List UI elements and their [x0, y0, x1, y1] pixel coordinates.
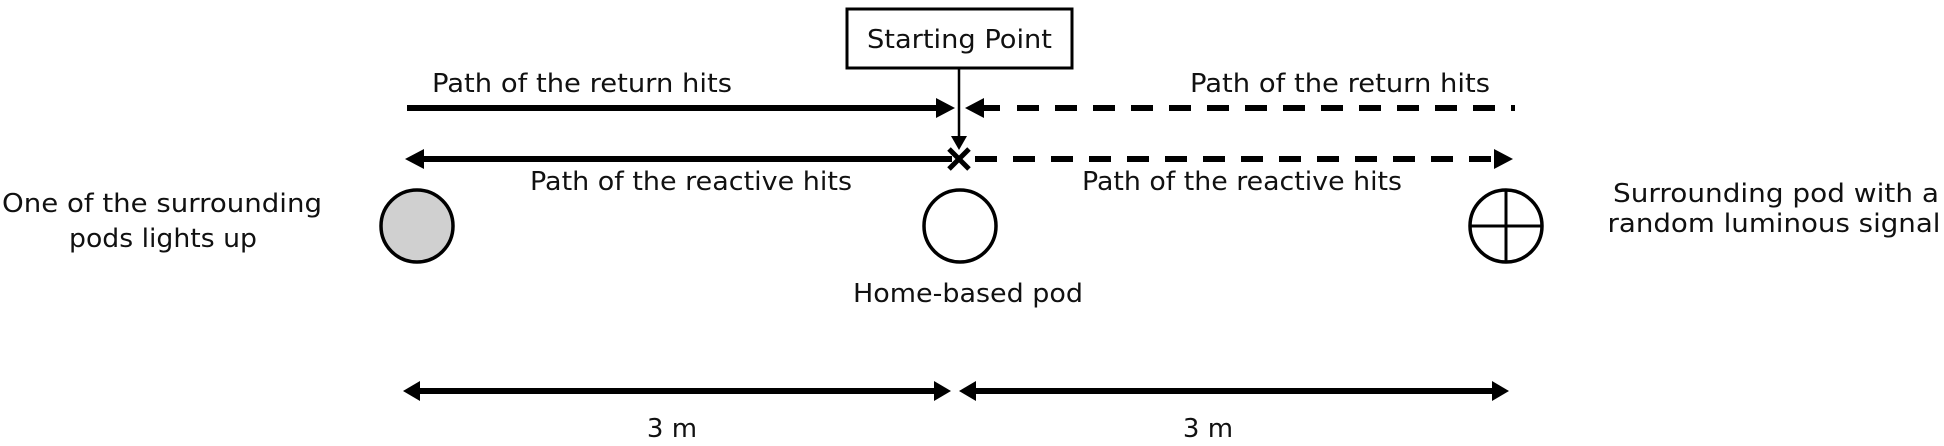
- distance-left-arrowhead-end: [934, 381, 951, 401]
- start-x-stroke-b: [947, 147, 971, 171]
- distance-left: 3 m: [403, 381, 951, 444]
- lit-pod-caption-line-2: pods lights up: [69, 224, 257, 254]
- starting-point-frame: [845, 7, 1074, 70]
- reactive-path-left-label: Path of the reactive hits: [530, 167, 852, 197]
- return-path-right-label: Path of the return hits: [1190, 69, 1490, 99]
- home-pod-icon: [922, 188, 998, 264]
- starting-point-box: Starting Point: [845, 7, 1074, 70]
- return-path-right: Path of the return hits: [965, 69, 1515, 118]
- reactive-path-left: Path of the reactive hits: [405, 149, 952, 197]
- return-path-left-label: Path of the return hits: [432, 69, 732, 99]
- random-signal-pod: [1468, 188, 1544, 264]
- reactive-path-left-arrowhead: [405, 149, 424, 169]
- home-pod: Home-based pod: [853, 188, 1083, 309]
- lit-pod-caption-line-1: One of the surrounding: [2, 189, 322, 219]
- distance-right: 3 m: [959, 381, 1509, 444]
- starting-point-label: Starting Point: [867, 25, 1052, 55]
- distance-right-label: 3 m: [1183, 414, 1233, 441]
- lit-pod-caption: One of the surrounding pods lights up: [2, 189, 322, 254]
- distance-left-arrowhead-start: [403, 381, 420, 401]
- reactive-path-right-arrowhead: [1494, 149, 1513, 169]
- home-pod-caption: Home-based pod: [853, 279, 1083, 309]
- reactive-path-right-label: Path of the reactive hits: [1082, 167, 1402, 197]
- lit-pod: [379, 188, 455, 264]
- start-pointer-arrow: [951, 68, 967, 150]
- distance-right-arrowhead-end: [1492, 381, 1509, 401]
- start-x-mark: [947, 147, 971, 171]
- return-path-left-arrowhead: [936, 98, 955, 118]
- start-pointer-arrowhead: [951, 136, 967, 150]
- random-signal-pod-caption-line-1: Surrounding pod with a: [1613, 179, 1939, 209]
- distance-right-arrowhead-start: [959, 381, 976, 401]
- crosshair-pod-icon: [1468, 188, 1544, 264]
- random-signal-pod-caption-line-2: random luminous signal: [1608, 209, 1941, 239]
- lit-pod-icon: [379, 188, 455, 264]
- return-path-right-arrowhead: [965, 98, 984, 118]
- reactive-path-right: Path of the reactive hits: [975, 149, 1513, 197]
- random-signal-pod-caption: Surrounding pod with a random luminous s…: [1608, 179, 1941, 239]
- distance-left-label: 3 m: [647, 414, 697, 441]
- return-path-left: Path of the return hits: [407, 69, 955, 118]
